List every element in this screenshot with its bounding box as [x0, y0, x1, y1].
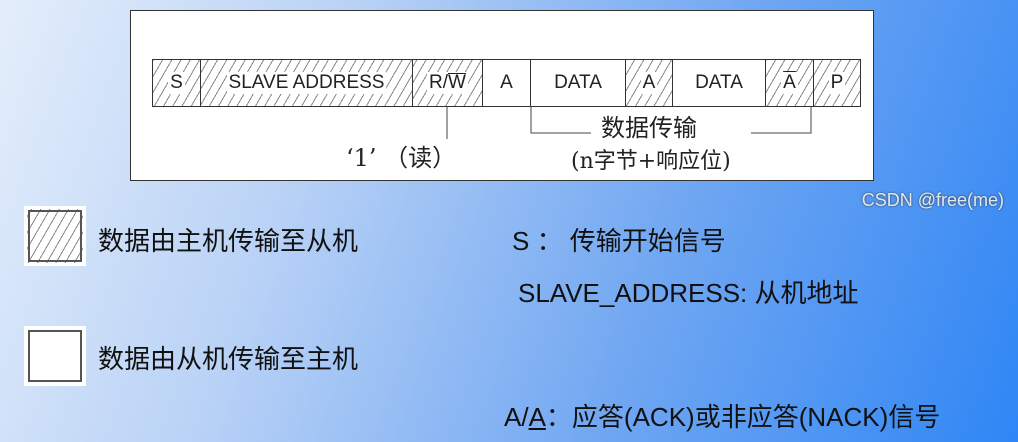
cell-label: A [781, 72, 798, 94]
frame-diagram: S SLAVE ADDRESS R/W A DATA A DATA A P ‘1… [130, 10, 874, 181]
cell-label: S [168, 72, 185, 94]
cell-label: R/W [427, 72, 468, 94]
legend-plain-label: 数据由从机传输至主机 [98, 344, 359, 374]
cell-ack: A [482, 59, 531, 107]
ack-prefix: A/ [504, 402, 529, 432]
watermark: CSDN @free(me) [861, 190, 1004, 210]
cell-start: S [152, 59, 201, 107]
cell-data: DATA [672, 59, 766, 107]
cell-rw: R/W [412, 59, 483, 107]
bracket-lines [446, 107, 812, 139]
legend-hatched-swatch [24, 206, 86, 266]
legend-plain-swatch [24, 326, 86, 386]
cell-label: A [640, 72, 658, 94]
cell-label: P [828, 72, 846, 94]
cell-stop: P [813, 59, 861, 107]
def-start: S ： 传输开始信号 [512, 226, 726, 256]
cell-data: DATA [530, 59, 626, 107]
data-note-detail: (n字节+响应位) [571, 149, 731, 174]
cell-label: SLAVE ADDRESS [226, 72, 387, 94]
rw-note: ‘1’ （读） [346, 144, 457, 172]
data-note: 数据传输 [601, 114, 697, 142]
legend-hatched-label: 数据由主机传输至从机 [98, 226, 359, 256]
def-address: SLAVE_ADDRESS: 从机地址 [518, 278, 859, 308]
ack-text: ：应答(ACK)或非应答(NACK)信号 [545, 402, 941, 432]
def-ack: A/A：应答(ACK)或非应答(NACK)信号 [504, 402, 940, 433]
nack-symbol: A [528, 402, 546, 432]
cell-nack: A [765, 59, 814, 107]
